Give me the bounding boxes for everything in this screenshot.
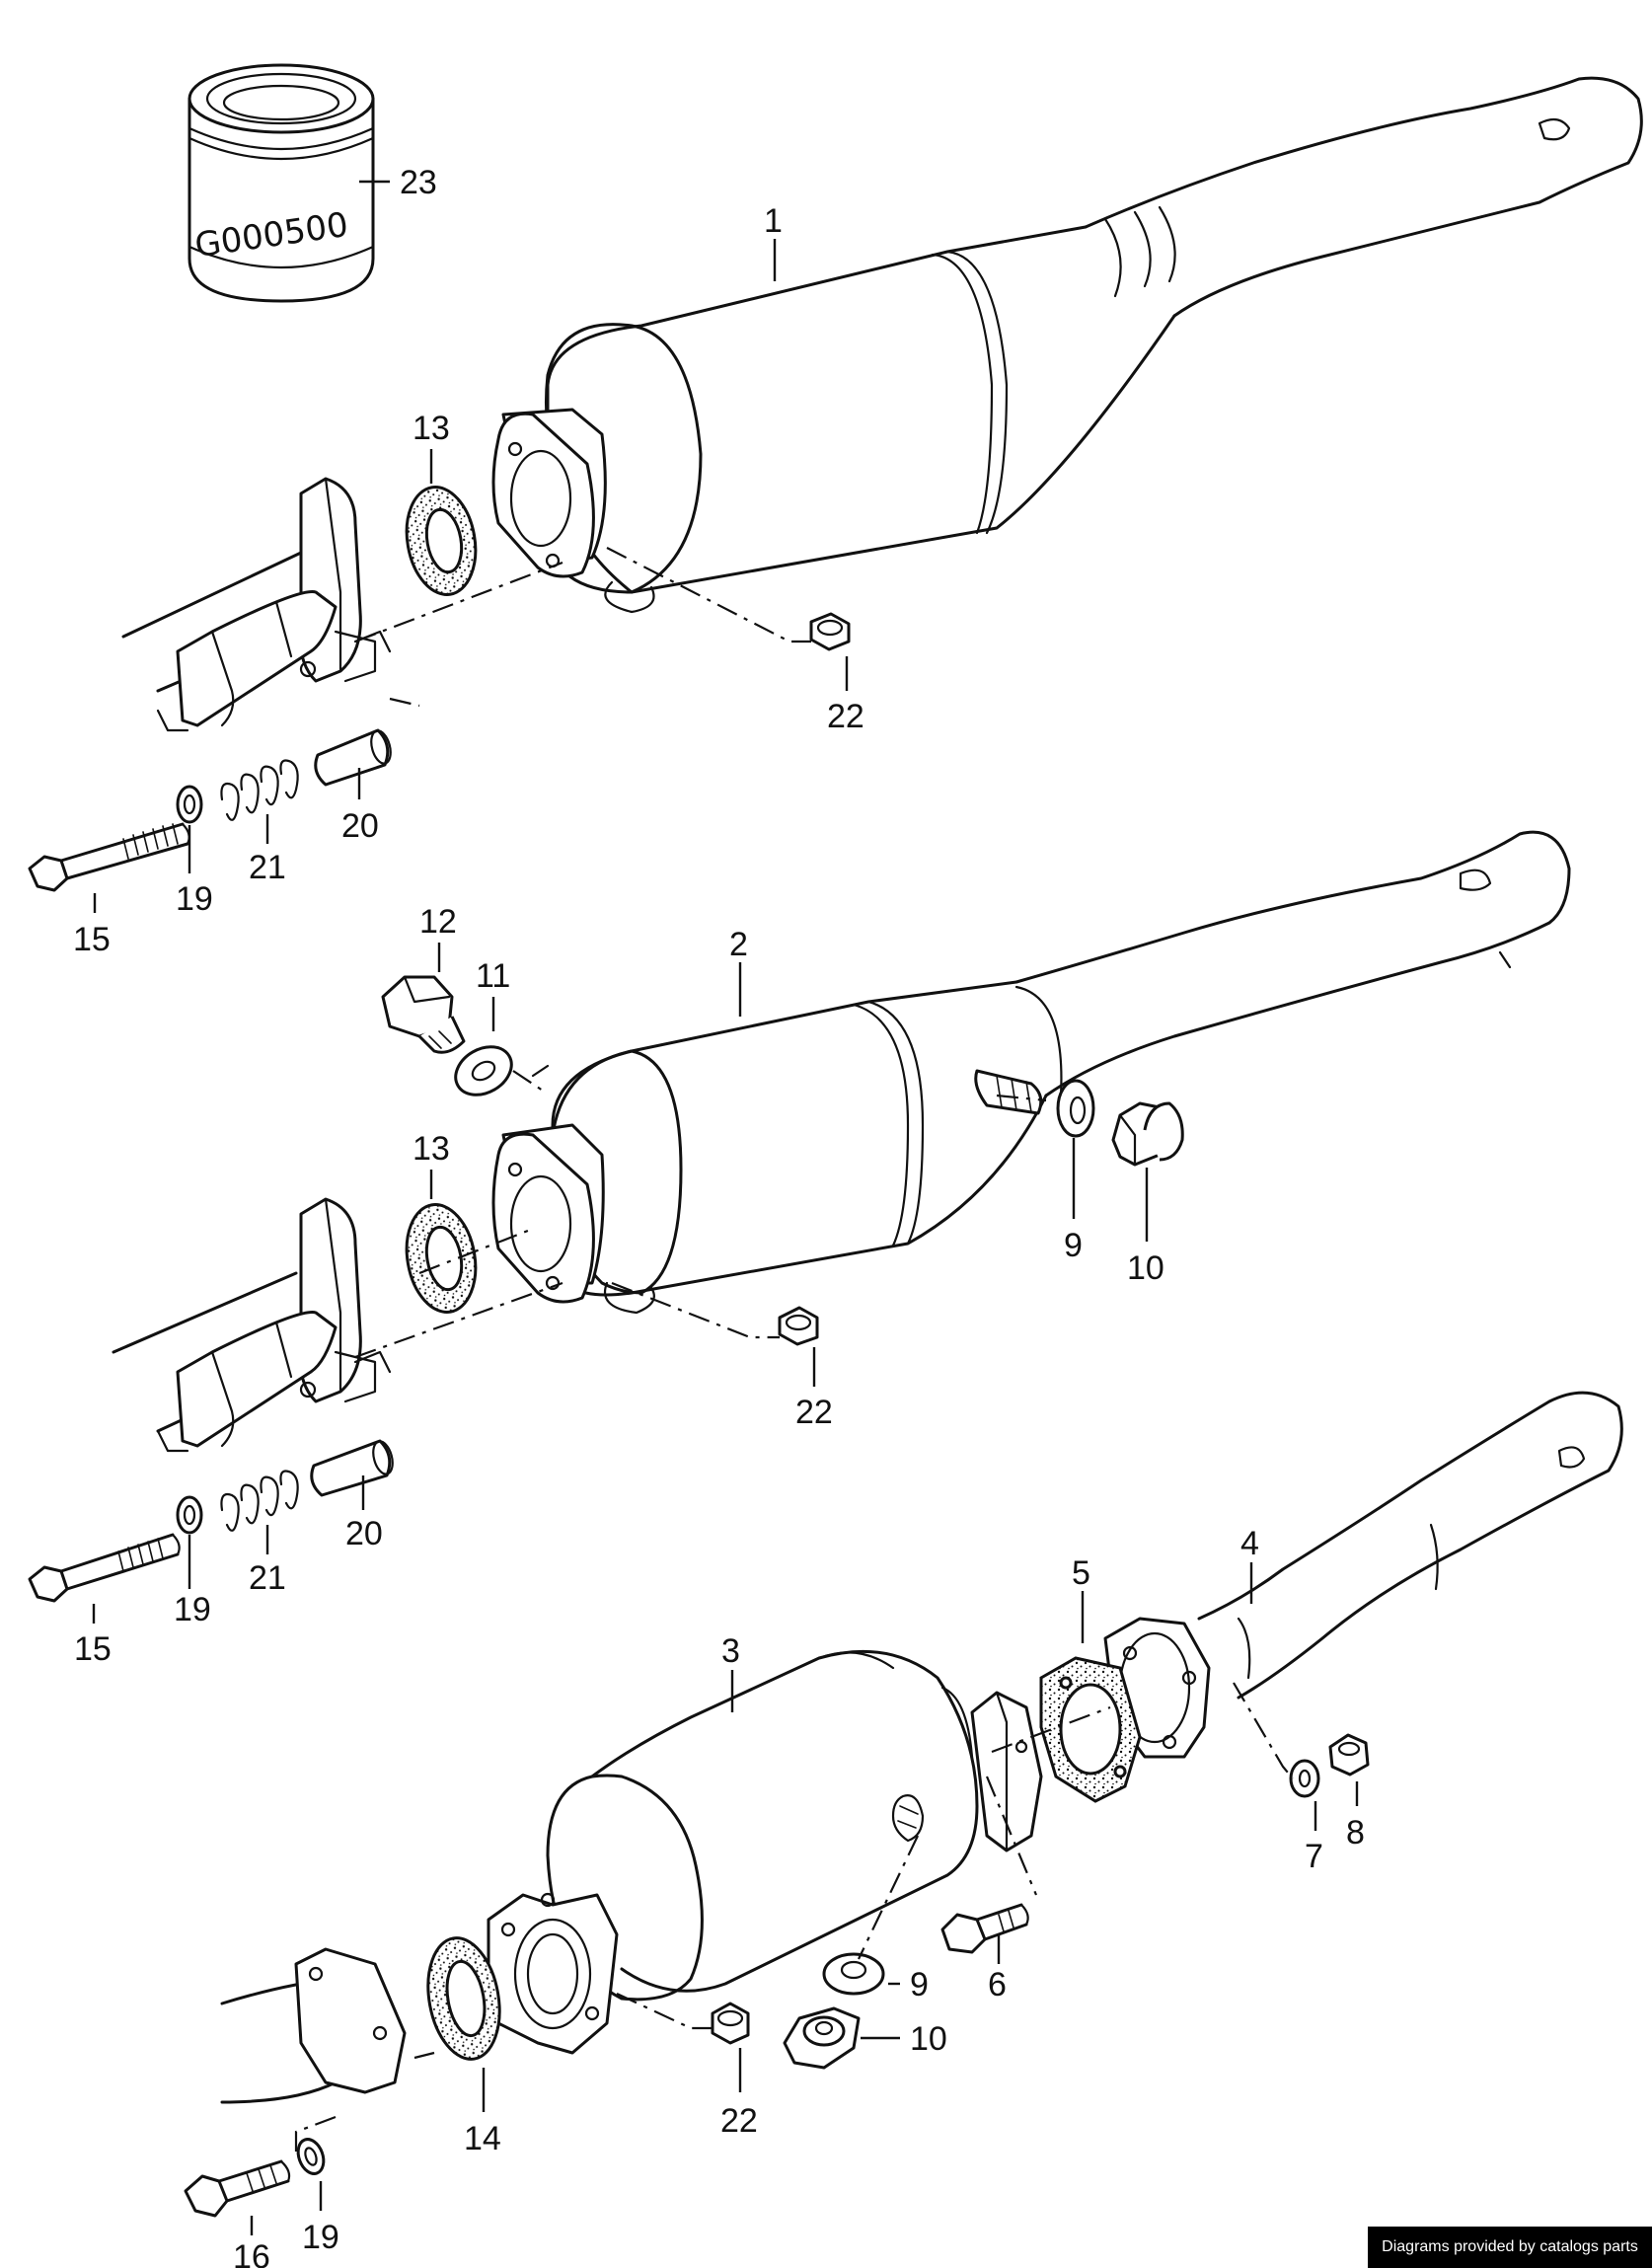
callout-9-bottom: 9 (910, 1966, 929, 2003)
callout-20-top: 20 (341, 807, 379, 845)
gasket-5 (1039, 1656, 1142, 1803)
gasket-14 (426, 1936, 501, 2061)
spring-21-middle (220, 1470, 299, 1532)
callout-23: 23 (400, 164, 437, 201)
sealant-can: G000500 (188, 63, 375, 303)
callout-numbers: 23 1 13 22 20 21 19 15 12 11 2 13 9 10 2… (73, 164, 1365, 2268)
diagram-credit-label: Diagrams provided by catalogs parts (1368, 2227, 1652, 2268)
nut-22-middle (778, 1306, 819, 1346)
callout-7: 7 (1305, 1838, 1323, 1875)
catalytic-converter-2 (491, 830, 1571, 1315)
callout-13-middle: 13 (413, 1130, 450, 1168)
spring-21-top (220, 759, 299, 821)
callout-12: 12 (419, 903, 457, 941)
callout-19-middle: 19 (174, 1591, 211, 1628)
front-pipe-bracket-2 (112, 1197, 392, 1453)
gasket-13-middle (405, 1203, 478, 1314)
washer-7 (1289, 1759, 1320, 1798)
nut-22-top (809, 612, 851, 651)
washer-9-bottom (822, 1952, 885, 1996)
washer-9-middle (1056, 1079, 1095, 1138)
callout-6: 6 (988, 1966, 1007, 2003)
washer-19-top (176, 785, 203, 824)
can-stamp-text: G000500 (192, 205, 350, 265)
callout-3: 3 (721, 1632, 740, 1670)
callout-10-bottom: 10 (910, 2020, 947, 2058)
callout-22-top: 22 (827, 698, 864, 735)
callout-10-middle: 10 (1127, 1249, 1164, 1287)
nut-8 (1328, 1733, 1370, 1777)
bolt-16 (184, 2159, 291, 2218)
callout-21-top: 21 (249, 849, 286, 886)
callout-9-middle: 9 (1064, 1227, 1083, 1264)
washer-19-bottom (296, 2138, 326, 2175)
callout-11: 11 (476, 957, 510, 995)
front-pipe-3 (220, 1947, 407, 2104)
callout-2: 2 (729, 926, 748, 963)
callout-22-middle: 22 (795, 1394, 833, 1431)
washer-11 (454, 1045, 513, 1096)
bolt-15-top (28, 822, 190, 892)
callout-8: 8 (1346, 1814, 1365, 1852)
nut-22-bottom (711, 2002, 750, 2045)
callout-5: 5 (1072, 1554, 1090, 1592)
bolt-15-middle (28, 1533, 181, 1603)
callout-20-middle: 20 (345, 1515, 383, 1552)
callout-1: 1 (764, 202, 783, 240)
cap-nut-10-middle (1111, 1101, 1184, 1167)
sleeve-20-top (314, 728, 392, 787)
nut-10-bottom (783, 2006, 861, 2070)
tail-pipe-4 (1103, 1391, 1623, 1759)
catalytic-converter-1 (491, 76, 1643, 614)
callout-leaders (92, 180, 1359, 2235)
callout-19-top: 19 (176, 880, 213, 918)
callout-15-top: 15 (73, 921, 111, 958)
callout-4: 4 (1240, 1525, 1259, 1562)
callout-19-bottom: 19 (302, 2219, 339, 2256)
callout-21-middle: 21 (249, 1559, 286, 1597)
bolt-6 (940, 1903, 1029, 1954)
catalytic-converter-3 (487, 1649, 1043, 2055)
callout-22-bottom: 22 (720, 2102, 758, 2140)
callout-16: 16 (233, 2238, 270, 2268)
plug-12 (381, 975, 466, 1054)
front-pipe-bracket-1 (121, 477, 392, 732)
callout-15-middle: 15 (74, 1630, 112, 1668)
washer-19-middle (176, 1495, 203, 1535)
sleeve-20-middle (310, 1439, 394, 1497)
callout-14: 14 (464, 2120, 501, 2157)
callout-13-top: 13 (413, 410, 450, 447)
gasket-13-top (405, 486, 478, 596)
